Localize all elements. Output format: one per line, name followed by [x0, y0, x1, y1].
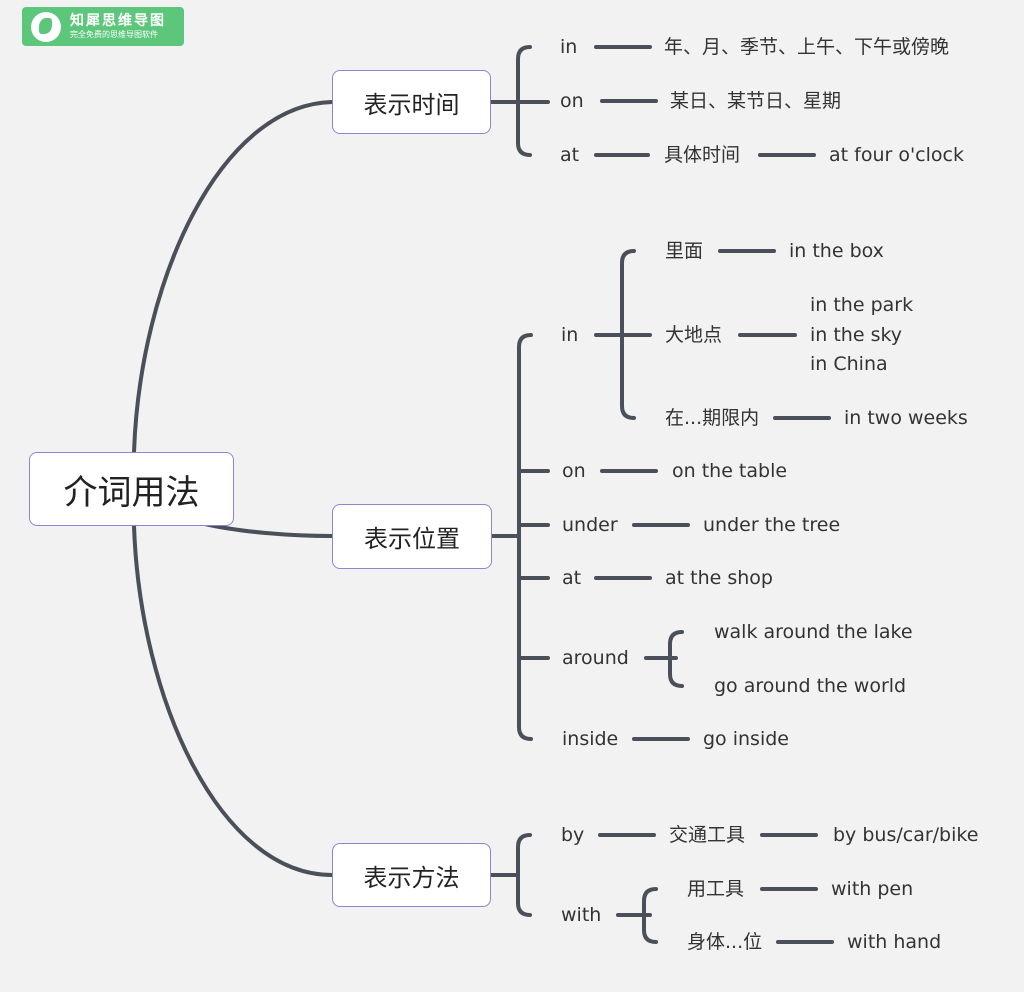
node-place-in-period[interactable]: 在...期限内	[665, 407, 760, 429]
node-place-at-example[interactable]: at the shop	[665, 567, 773, 589]
node-time-on[interactable]: on	[560, 90, 584, 112]
bracket-with	[616, 887, 658, 944]
node-method-with-tool[interactable]: 用工具	[687, 878, 745, 900]
rhino-logo-icon	[31, 11, 61, 42]
node-place-around[interactable]: around	[562, 647, 629, 669]
node-time-at-example[interactable]: at four o'clock	[829, 144, 964, 166]
node-time-on-desc[interactable]: 某日、某节日、星期	[670, 90, 842, 112]
node-place-at[interactable]: at	[562, 567, 582, 589]
node-place-under[interactable]: under	[562, 514, 618, 536]
branch-node-place[interactable]: 表示位置	[332, 504, 492, 569]
bracket-place-in	[594, 249, 652, 420]
node-place-on[interactable]: on	[562, 460, 586, 482]
zhixi-logo: 知犀思维导图 完全免费的思维导图软件	[22, 7, 184, 46]
bracket-around	[644, 630, 684, 688]
node-place-in-bigplace-example-1[interactable]: in the park	[810, 294, 914, 316]
node-place-inside-example[interactable]: go inside	[703, 728, 789, 750]
node-method-by-example[interactable]: by bus/car/bike	[833, 824, 979, 846]
node-method-with[interactable]: with	[561, 904, 602, 926]
node-time-at-desc[interactable]: 具体时间	[664, 144, 741, 166]
node-method-with-body[interactable]: 身体...位	[687, 931, 763, 953]
bracket-method	[488, 833, 532, 917]
node-method-by[interactable]: by	[561, 824, 585, 846]
node-method-by-desc[interactable]: 交通工具	[669, 824, 746, 846]
node-place-in-period-example[interactable]: in two weeks	[844, 407, 968, 429]
branch-node-method[interactable]: 表示方法	[332, 843, 491, 907]
node-method-with-body-example[interactable]: with hand	[847, 931, 942, 953]
node-place-in-bigplace[interactable]: 大地点	[665, 324, 723, 346]
node-place-under-example[interactable]: under the tree	[703, 514, 841, 536]
node-place-in-inside-example[interactable]: in the box	[789, 240, 884, 262]
node-place-on-example[interactable]: on the table	[672, 460, 788, 482]
node-time-in-desc[interactable]: 年、月、季节、上午、下午或傍晚	[664, 36, 950, 58]
node-time-at[interactable]: at	[560, 144, 580, 166]
node-place-in-bigplace-example-2[interactable]: in the sky	[810, 324, 903, 346]
logo-title: 知犀思维导图	[70, 13, 166, 29]
branch-node-time[interactable]: 表示时间	[332, 70, 491, 134]
logo-subtitle: 完全免费的思维导图软件	[70, 30, 158, 39]
link-root-time	[132, 100, 334, 454]
node-place-inside[interactable]: inside	[562, 728, 619, 750]
link-root-method	[132, 524, 334, 877]
root-node[interactable]: 介词用法	[29, 452, 234, 526]
node-place-around-example-2[interactable]: go around the world	[714, 675, 907, 697]
link-root-place	[203, 522, 334, 538]
bracket-place	[489, 333, 550, 741]
node-place-around-example-1[interactable]: walk around the lake	[714, 621, 913, 643]
node-place-in-inside[interactable]: 里面	[665, 240, 704, 262]
bracket-time	[488, 45, 550, 157]
node-time-in[interactable]: in	[560, 36, 578, 58]
node-method-with-tool-example[interactable]: with pen	[831, 878, 914, 900]
node-place-in[interactable]: in	[561, 324, 579, 346]
node-place-in-bigplace-example-3[interactable]: in China	[810, 353, 888, 375]
